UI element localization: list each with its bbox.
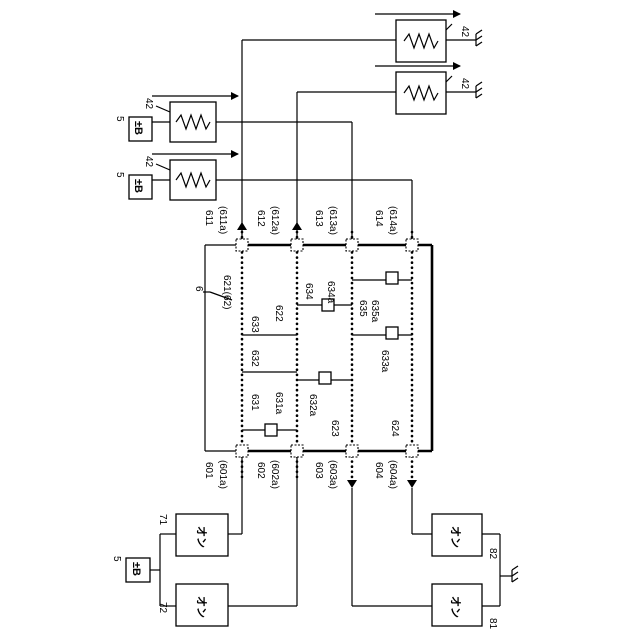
label-614: 614 [373,210,384,227]
label-5-c: 5 [111,556,122,562]
label-pmb-b: ±B [132,179,144,193]
label-622: 622 [273,305,284,322]
label-6: 6 [193,286,204,292]
label-631: 631 [249,394,260,411]
label-603a: (603a) [327,460,338,489]
label-82: 82 [487,548,498,560]
label-on-82: オン [449,526,462,548]
label-603: 603 [313,462,324,479]
label-601a: (601a) [217,460,228,489]
ground-symbols [476,30,518,582]
label-pmb-a: ±B [132,121,144,135]
label-634: 634 [303,283,314,300]
label-42-c: 42 [143,98,154,110]
label-604: 604 [373,462,384,479]
label-614a: (614a) [387,206,398,235]
label-602a: (602a) [269,460,280,489]
label-613: 613 [313,210,324,227]
label-632: 632 [249,350,260,367]
label-pmb-c: ±B [130,562,142,576]
label-81: 81 [487,618,498,630]
label-611a: (611a) [217,206,228,234]
label-613a: (613a) [327,206,338,235]
label-635a: 635a [369,300,380,323]
label-on-81: オン [449,596,462,618]
label-635: 635 [357,300,368,317]
label-42-b: 42 [459,78,470,90]
label-601: 601 [203,462,214,479]
label-624: 624 [389,420,400,437]
label-on-71: オン [195,526,208,548]
label-604a: (604a) [387,460,398,489]
label-611: 611 [203,210,214,226]
label-612: 612 [255,210,266,227]
label-623: 623 [329,420,340,437]
switch-boxes [176,514,482,626]
label-on-72: オン [195,596,208,618]
heaters [170,20,446,200]
label-72: 72 [157,602,168,614]
label-42-a: 42 [459,26,470,38]
label-634a: 634a [325,281,336,304]
label-621: 621(62) [221,275,232,309]
label-602: 602 [255,462,266,479]
label-71: 71 [157,514,168,526]
label-612a: (612a) [269,206,280,235]
label-5-a: 5 [114,116,125,122]
label-42-d: 42 [143,156,154,168]
label-5-b: 5 [114,172,125,178]
label-633a: 633a [379,350,390,373]
label-632a: 632a [307,394,318,417]
label-631a: 631a [273,392,284,415]
label-633: 633 [249,316,260,333]
